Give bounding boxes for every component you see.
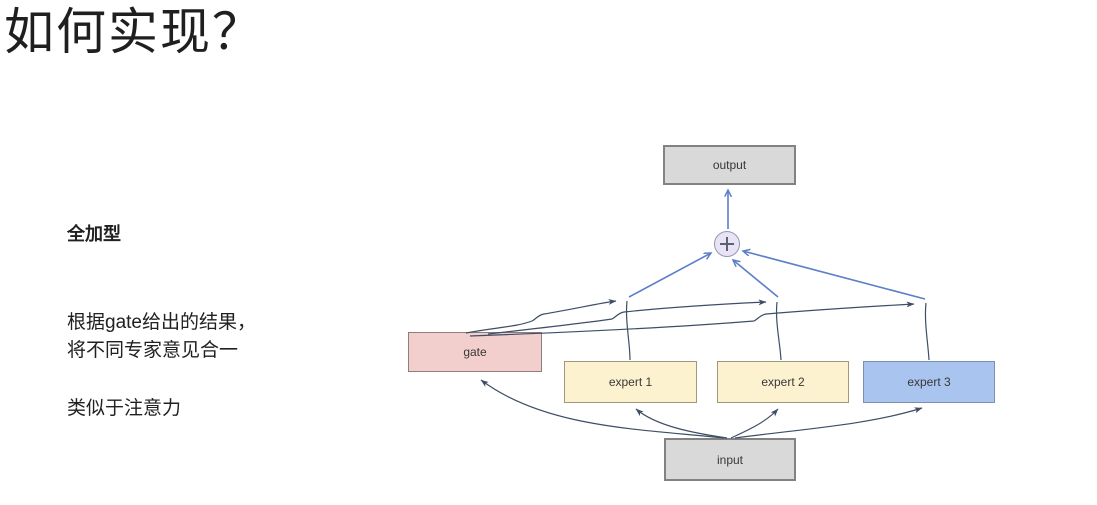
edge-gate-to-expert1-weight <box>465 298 617 334</box>
notes-heading: 全加型 <box>67 224 121 244</box>
edge-expert3-up <box>924 302 930 361</box>
node-expert-2: expert 2 <box>717 361 849 403</box>
plus-icon <box>715 232 739 256</box>
edge-input-to-expert2 <box>730 408 779 439</box>
edge-expert3-to-sum <box>743 251 926 300</box>
node-expert-1-label: expert 1 <box>608 375 653 389</box>
node-gate-label: gate <box>463 345 487 359</box>
node-input-label: input <box>716 452 744 467</box>
notes-body-line2: 将不同专家意见合一 <box>67 340 239 361</box>
sum-node <box>714 231 740 257</box>
node-expert-1: expert 1 <box>564 361 697 403</box>
edge-input-to-expert1 <box>635 408 728 439</box>
notes-footer: 类似于注意力 <box>67 398 182 419</box>
edge-expert1-to-sum <box>628 253 711 298</box>
node-input: input <box>664 438 796 481</box>
page-title: 如何实现？ <box>4 4 264 60</box>
node-expert-2-label: expert 2 <box>761 375 805 389</box>
edge-expert1-up <box>625 300 631 361</box>
node-output-label: output <box>712 158 747 172</box>
edge-gate-to-expert2-weight <box>487 299 767 335</box>
node-expert-3-label: expert 3 <box>907 375 951 389</box>
notes-body-line1: 根据gate给出的结果， <box>67 312 256 333</box>
edge-expert2-up <box>775 301 782 361</box>
edge-expert2-to-sum <box>733 260 779 298</box>
node-output: output <box>663 145 796 185</box>
node-expert-3: expert 3 <box>863 361 995 403</box>
edge-input-to-expert3 <box>734 407 923 439</box>
notes-body: 根据gate给出的结果， 将不同专家意见合一 <box>67 309 256 365</box>
node-gate: gate <box>408 332 542 372</box>
